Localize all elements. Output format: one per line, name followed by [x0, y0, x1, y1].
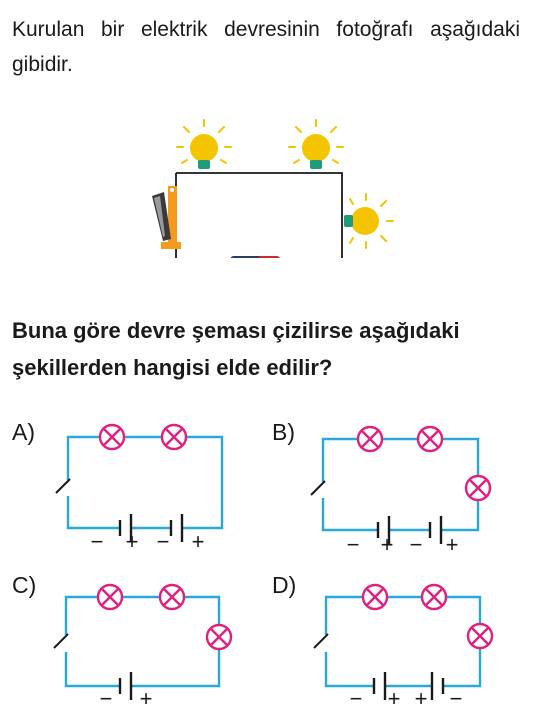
battery-symbol	[169, 514, 184, 542]
bulb-symbol	[464, 474, 492, 502]
circuit-d: − + + −	[313, 583, 494, 711]
bulb-symbol	[416, 425, 444, 453]
switch-icon	[152, 186, 181, 249]
bulb-symbol	[158, 583, 186, 611]
option-d-label[interactable]: D)	[272, 572, 297, 598]
option-c-label[interactable]: C)	[12, 572, 37, 598]
circuit-b: − + − +	[310, 425, 492, 557]
photo-wire-loop	[176, 172, 343, 258]
battery-symbol	[428, 516, 443, 544]
battery-symbol	[372, 672, 387, 700]
sign-plus: +	[126, 529, 139, 554]
sign-minus: −	[91, 529, 104, 554]
option-a-label[interactable]: A)	[12, 419, 35, 445]
circuit-a: − + − +	[55, 423, 224, 554]
sign-plus: +	[140, 686, 153, 711]
sign-plus: +	[192, 529, 205, 554]
intro-text: Kurulan bir elektrik devresinin fotoğraf…	[12, 18, 520, 76]
battery-symbol	[430, 672, 445, 700]
lamp-icon	[176, 119, 232, 169]
sign-minus: −	[450, 686, 463, 711]
bulb-symbol	[96, 583, 124, 611]
battery-symbol	[376, 516, 391, 544]
sign-plus: +	[381, 532, 394, 557]
bulb-symbol	[361, 583, 389, 611]
sign-minus: −	[350, 686, 363, 711]
sign-minus: −	[157, 529, 170, 554]
battery-icon	[230, 256, 280, 258]
sign-minus: −	[347, 532, 360, 557]
lamp-icon	[344, 193, 394, 249]
sign-minus: −	[100, 686, 113, 711]
sign-plus: +	[388, 686, 401, 711]
question-text: Buna göre devre şeması çizilirse aşağıda…	[12, 318, 460, 380]
bulb-symbol	[356, 425, 384, 453]
option-b-label[interactable]: B)	[272, 419, 295, 445]
battery-symbol	[118, 514, 133, 542]
sign-minus: −	[410, 532, 423, 557]
bulb-symbol	[420, 583, 448, 611]
bulb-symbol	[466, 622, 494, 650]
sign-plus: +	[415, 686, 428, 711]
sign-plus: +	[446, 532, 459, 557]
circuit-photo	[152, 119, 394, 258]
bulb-symbol	[98, 423, 126, 451]
battery-symbol	[118, 672, 133, 700]
bulb-symbol	[160, 423, 188, 451]
lamp-icon	[288, 119, 344, 169]
circuit-c: − +	[53, 583, 233, 711]
bulb-symbol	[205, 623, 233, 651]
